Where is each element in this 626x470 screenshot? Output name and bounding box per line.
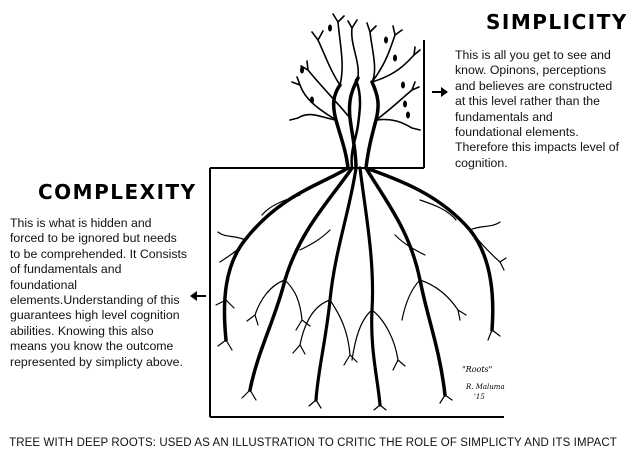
complexity-description: This is what is hidden and forced to be …	[10, 216, 188, 369]
arrow-right-icon	[432, 87, 448, 97]
artist-signature: "Roots" R. Maluma '15	[462, 365, 505, 401]
figure-caption: TREE WITH DEEP ROOTS: USED AS AN ILLUSTR…	[9, 437, 617, 449]
signature-year: '15	[474, 393, 485, 401]
signature-label: "Roots"	[462, 365, 492, 374]
arrow-left-icon	[190, 291, 206, 301]
tree-trunk	[331, 76, 380, 170]
tree-roots	[222, 166, 495, 407]
tree-leaves	[300, 24, 410, 119]
frame-lines	[209, 40, 504, 418]
signature-artist: R. Maluma	[465, 383, 505, 391]
root-fine-branches	[215, 194, 507, 411]
simplicity-title: SIMPLICITY	[486, 10, 626, 34]
simplicity-description: This is all you get to see and know. Opi…	[455, 48, 620, 170]
tree-crown	[289, 13, 421, 131]
complexity-title: COMPLEXITY	[38, 180, 197, 204]
